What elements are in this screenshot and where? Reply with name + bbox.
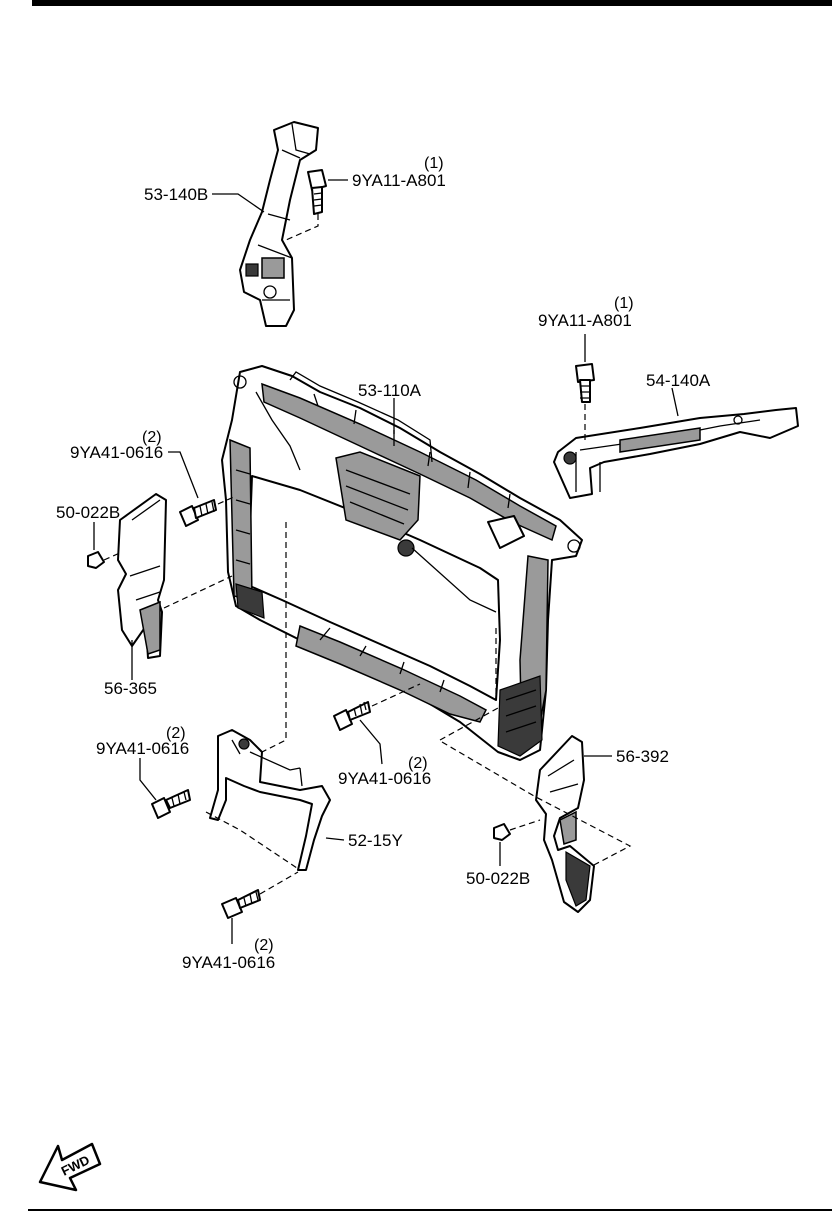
label-9ya41-0616-left-lower: 9YA41-0616 <box>96 739 189 758</box>
qty-9ya41-0616-center: (2) <box>408 755 428 772</box>
bracket-53-140b <box>239 121 319 327</box>
qty-9ya41-0616-bottom: (2) <box>254 937 274 954</box>
label-54-140a: 54-140A <box>646 371 711 390</box>
label-56-392: 56-392 <box>616 747 669 766</box>
bracket-52-15y <box>209 729 331 871</box>
label-9ya41-0616-center: 9YA41-0616 <box>338 769 431 788</box>
deflector-56-365 <box>117 493 167 659</box>
label-9ya11-a801-upper: 9YA11-A801 <box>352 171 446 190</box>
bracket-54-140a <box>553 407 799 499</box>
bolt-9ya41-0616-center <box>333 701 371 731</box>
qty-9ya41-0616-left-lower: (2) <box>166 725 186 742</box>
label-50-022b-right: 50-022B <box>466 869 530 888</box>
label-50-022b-left: 50-022B <box>56 503 120 522</box>
qty-9ya11-a801-upper: (1) <box>424 155 444 172</box>
bolt-9ya11-a801-right <box>575 363 595 403</box>
label-9ya41-0616-bottom: 9YA41-0616 <box>182 953 275 972</box>
top-border <box>32 0 832 6</box>
bolt-9ya41-0616-bottom <box>221 889 261 919</box>
qty-9ya41-0616-left-upper: (2) <box>142 429 162 446</box>
bolt-9ya41-0616-left-upper <box>179 499 217 527</box>
label-53-110a: 53-110A <box>358 381 422 400</box>
label-56-365: 56-365 <box>104 679 157 698</box>
bolt-9ya41-0616-left-lower <box>151 789 191 819</box>
clip-50-022b-left <box>87 551 105 569</box>
label-52-15y: 52-15Y <box>348 831 403 850</box>
radiator-support-53-110a <box>221 365 583 761</box>
fwd-arrow-icon: FWD <box>38 1142 102 1192</box>
label-53-140b: 53-140B <box>144 185 208 204</box>
qty-9ya11-a801-right: (1) <box>614 295 634 312</box>
label-9ya41-0616-left-upper: 9YA41-0616 <box>70 443 163 462</box>
label-9ya11-a801-right: 9YA11-A801 <box>538 311 632 330</box>
clip-50-022b-right <box>493 823 511 841</box>
bolt-9ya11-a801-upper <box>307 169 327 215</box>
deflector-56-392 <box>535 735 595 913</box>
